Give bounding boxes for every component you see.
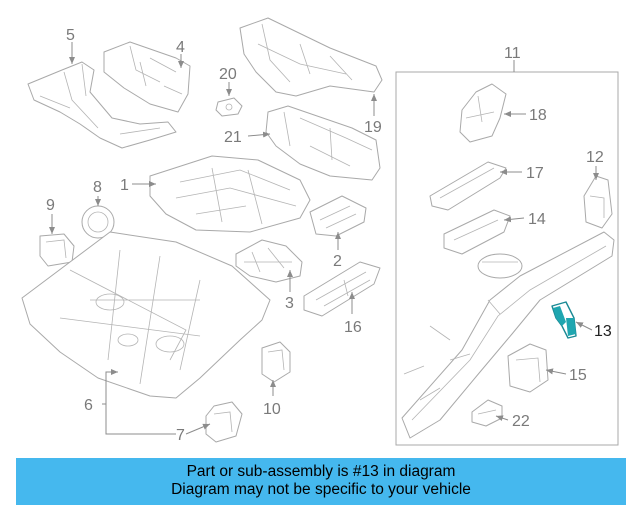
part-20-bracket <box>215 97 243 117</box>
part-17-reinforcement <box>429 161 507 211</box>
main-floor-assembly <box>21 231 271 399</box>
callout-4: 4 <box>176 39 185 56</box>
part-16-bracket <box>303 261 381 317</box>
part-3-bracket <box>235 239 303 283</box>
part-12-bracket <box>583 175 613 229</box>
callout-13: 13 <box>594 323 612 340</box>
callout-labels: 5 4 20 19 21 1 8 9 2 3 16 6 7 10 11 18 1… <box>46 27 612 444</box>
leader-lines <box>49 42 599 435</box>
callout-18: 18 <box>529 107 547 124</box>
callout-11: 11 <box>504 45 521 62</box>
callout-9: 9 <box>46 197 55 214</box>
part-14-bracket <box>443 209 511 255</box>
part-8-plug <box>81 205 115 239</box>
part-5-crossmember <box>27 61 177 149</box>
part-21-crossmember <box>265 105 381 181</box>
callout-15: 15 <box>569 367 587 384</box>
callout-20: 20 <box>219 66 237 83</box>
callout-19: 19 <box>364 119 382 136</box>
callout-14: 14 <box>528 211 546 228</box>
callout-8: 8 <box>93 179 102 196</box>
part-9-bracket <box>39 233 75 267</box>
part-13-highlighted-bracket[interactable] <box>551 301 577 339</box>
part-4-bracket <box>103 41 191 113</box>
part-19-member <box>239 17 383 97</box>
banner-line-1: Part or sub-assembly is #13 in diagram <box>186 463 456 480</box>
banner-line-2: Diagram may not be specific to your vehi… <box>171 481 471 498</box>
callout-12: 12 <box>586 149 604 166</box>
info-banner: Part or sub-assembly is #13 in diagram D… <box>16 458 626 505</box>
callout-2: 2 <box>333 253 342 270</box>
part-7-bracket <box>205 401 243 443</box>
callout-3: 3 <box>285 295 294 312</box>
parts-diagram: 5 4 20 19 21 1 8 9 2 3 16 6 7 10 11 18 1… <box>21 17 619 446</box>
callout-6: 6 <box>84 397 93 414</box>
part-15-bracket <box>507 343 549 393</box>
part-22-bracket <box>471 399 503 427</box>
callout-1: 1 <box>120 177 129 194</box>
part-2-bracket <box>309 195 367 237</box>
callout-10: 10 <box>263 401 281 418</box>
callout-17: 17 <box>526 165 544 182</box>
callout-5: 5 <box>66 27 75 44</box>
assembly-11-frame <box>395 71 619 446</box>
part-11-side-member <box>401 231 615 439</box>
part-18-bracket <box>459 83 507 143</box>
part-10-bracket <box>261 341 291 383</box>
callout-7: 7 <box>176 427 185 444</box>
callout-21: 21 <box>224 129 242 146</box>
part-1-floor-pan <box>149 155 311 233</box>
callout-16: 16 <box>344 319 362 336</box>
callout-22: 22 <box>512 413 530 430</box>
